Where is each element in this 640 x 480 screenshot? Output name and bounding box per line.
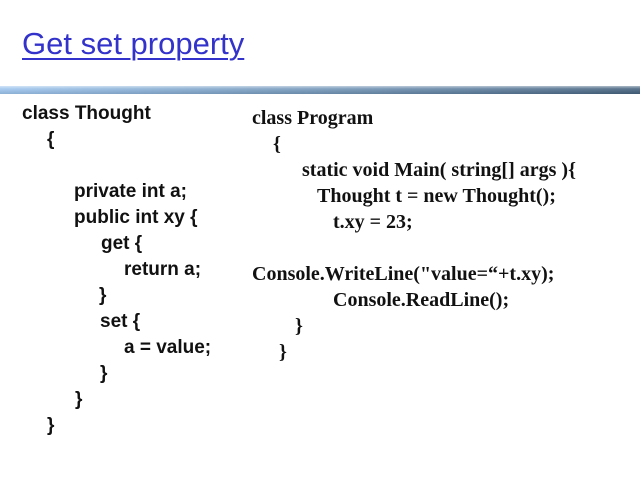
code-block-program-class: class Program { static void Main( string[]…	[252, 105, 576, 365]
code-line: }	[295, 315, 303, 337]
code-line: {	[273, 133, 281, 155]
code-line: }	[100, 363, 108, 384]
code-line: private int a;	[74, 181, 187, 202]
code-line: }	[75, 389, 83, 410]
code-line	[22, 153, 211, 179]
code-line: t.xy = 23;	[333, 211, 413, 233]
code-line: public int xy {	[74, 207, 198, 228]
code-line: return a;	[124, 259, 202, 280]
code-line: class Thought	[22, 103, 151, 124]
code-line: class Program	[252, 107, 374, 129]
code-line: a = value;	[124, 337, 212, 358]
slide-title: Get set property	[22, 26, 245, 61]
code-line: static void Main( string[] args ){	[302, 159, 576, 181]
code-line: }	[99, 285, 107, 306]
code-line: }	[279, 341, 287, 363]
code-line	[252, 235, 576, 261]
code-line: Console.ReadLine();	[333, 289, 510, 311]
code-line: }	[47, 415, 55, 436]
code-line: {	[47, 129, 55, 150]
code-line: Thought t = new Thought();	[317, 185, 556, 207]
title-divider-bar	[0, 86, 640, 94]
code-line: get {	[101, 233, 143, 254]
code-block-thought-class: class Thought { private int a; public int …	[22, 101, 211, 439]
code-line: set {	[100, 311, 141, 332]
code-line: Console.WriteLine("value=“+t.xy);	[252, 263, 555, 285]
